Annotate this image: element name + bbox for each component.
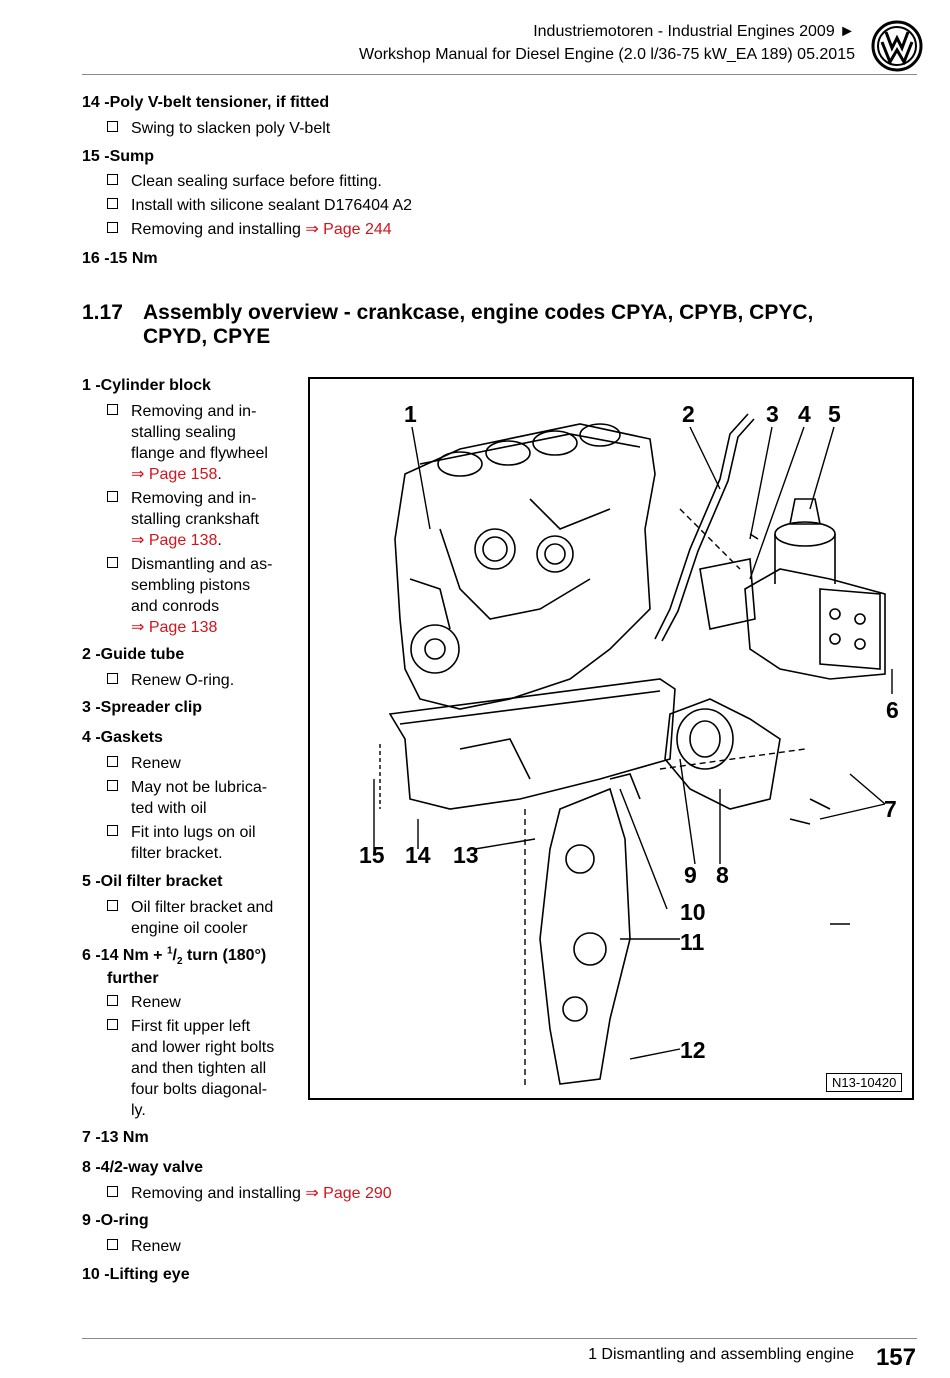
checkbox-icon (107, 557, 118, 568)
sump-drawing (388, 678, 676, 810)
engine-assembly-figure: 1 2 3 4 5 6 7 8 9 10 11 12 13 14 15 N13-… (308, 377, 914, 1100)
list-item-1: 1 -Cylinder block (82, 377, 211, 394)
checkbox-icon (107, 198, 118, 209)
item-title: 13 Nm (100, 1129, 149, 1146)
item-title: Cylinder block (100, 377, 211, 394)
bullet: Oil filter bracket and engine oil cooler (107, 897, 273, 939)
engine-drawing (373, 413, 893, 1089)
figure-label-8: 8 (716, 862, 729, 888)
list-item-5: 5 -Oil filter bracket (82, 873, 223, 890)
page-number: 157 (875, 1344, 916, 1371)
figure-label-1: 1 (404, 401, 417, 427)
page-link[interactable]: ⇒ Page 138. (131, 532, 222, 549)
figure-label-5: 5 (828, 401, 841, 427)
figure-label-15: 15 (359, 842, 385, 868)
section-number: 1.17 (82, 301, 123, 324)
bullet: Swing to slacken poly V-belt (107, 118, 330, 139)
section-title: Assembly overview - crankcase, engine co… (143, 301, 814, 348)
bullet: Dismantling and as- sembling pistons and… (107, 554, 272, 617)
figure-label-13: 13 (453, 842, 479, 868)
item-title: Gaskets (100, 729, 163, 746)
list-item-2: 2 -Guide tube (82, 646, 185, 663)
item-title: Guide tube (100, 646, 185, 663)
list-item-14: 14 -Poly V-belt tensioner, if fitted (82, 94, 330, 111)
checkbox-icon (107, 780, 118, 791)
checkbox-icon (107, 756, 118, 767)
figure-label-2: 2 (682, 401, 695, 427)
item-title-continued: further (107, 970, 159, 987)
figure-label-4: 4 (798, 401, 811, 427)
list-item-10: 10 -Lifting eye (82, 1266, 190, 1283)
item-title: 4/2-way valve (100, 1159, 203, 1176)
checkbox-icon (107, 995, 118, 1006)
bullet: May not be lubrica- ted with oil (107, 777, 267, 819)
bullet: Fit into lugs on oil filter bracket. (107, 822, 256, 864)
item-title: O-ring (100, 1212, 149, 1229)
vw-logo-icon (871, 20, 923, 72)
bullet: Renew (107, 992, 181, 1013)
checkbox-icon (107, 900, 118, 911)
bullet: Renew O-ring. (107, 670, 234, 691)
list-item-9: 9 -O-ring (82, 1212, 149, 1229)
checkbox-icon (107, 491, 118, 502)
figure-label-3: 3 (766, 401, 779, 427)
guide-tube-drawing (654, 413, 749, 640)
cylinder-block-drawing (394, 423, 656, 710)
bullet: Install with silicone sealant D176404 A2 (107, 195, 412, 216)
checkbox-icon (107, 1019, 118, 1030)
page-link[interactable]: ⇒ Page 138 (131, 619, 218, 636)
list-item-6: 6 -14 Nm + 1/2 turn (180°) (82, 946, 267, 968)
bullet: Removing and in- stalling sealing flange… (107, 401, 268, 464)
bullet: Removing and installing ⇒ Page 290 (107, 1183, 392, 1204)
item-title: Poly V-belt tensioner, if fitted (109, 94, 330, 111)
figure-label-6: 6 (886, 697, 899, 723)
oil-filter-bracket-drawing (744, 568, 886, 680)
bullet: First fit upper left and lower right bol… (107, 1016, 274, 1121)
footer-chapter: 1 Dismantling and assembling engine (588, 1346, 854, 1363)
bullet: Renew (107, 1236, 181, 1257)
figure-label-14: 14 (405, 842, 431, 868)
checkbox-icon (107, 673, 118, 684)
header-divider (82, 74, 917, 75)
figure-label-12: 12 (680, 1037, 706, 1063)
list-item-3: 3 -Spreader clip (82, 699, 203, 716)
item-title: Sump (109, 148, 155, 165)
list-item-16: 16 -15 Nm (82, 250, 158, 267)
checkbox-icon (107, 825, 118, 836)
checkbox-icon (107, 121, 118, 132)
checkbox-icon (107, 1186, 118, 1197)
header-subtitle: Workshop Manual for Diesel Engine (2.0 l… (359, 46, 855, 63)
checkbox-icon (107, 1239, 118, 1250)
page-link[interactable]: ⇒ Page 244 (305, 221, 392, 238)
item-title: Lifting eye (109, 1266, 190, 1283)
checkbox-icon (107, 404, 118, 415)
item-title: Spreader clip (100, 699, 203, 716)
valve-drawing (664, 698, 781, 810)
bullet: Renew (107, 753, 181, 774)
bullet: Removing and installing ⇒ Page 244 (107, 219, 392, 240)
item-title: 15 Nm (109, 250, 158, 267)
figure-label-10: 10 (680, 899, 706, 925)
figure-label-11: 11 (680, 929, 705, 955)
item-title: 14 Nm + 1/2 turn (180°) (100, 946, 267, 968)
item-title: Oil filter bracket (100, 873, 223, 890)
figure-label-7: 7 (884, 796, 897, 822)
bracket-drawing (539, 787, 631, 1085)
figure-reference: N13-10420 (826, 1073, 903, 1092)
footer-divider (82, 1338, 917, 1339)
checkbox-icon (107, 174, 118, 185)
checkbox-icon (107, 222, 118, 233)
list-item-7: 7 -13 Nm (82, 1129, 149, 1146)
list-item-4: 4 -Gaskets (82, 729, 163, 746)
page-link[interactable]: ⇒ Page 290 (305, 1185, 392, 1202)
figure-label-9: 9 (684, 862, 697, 888)
page-link[interactable]: ⇒ Page 158. (131, 466, 222, 483)
list-item-8: 8 -4/2-way valve (82, 1159, 203, 1176)
bullet: Clean sealing surface before fitting. (107, 171, 382, 192)
header-title: Industriemotoren - Industrial Engines 20… (533, 23, 855, 40)
list-item-15: 15 -Sump (82, 148, 155, 165)
bullet: Removing and in- stalling crankshaft (107, 488, 259, 530)
